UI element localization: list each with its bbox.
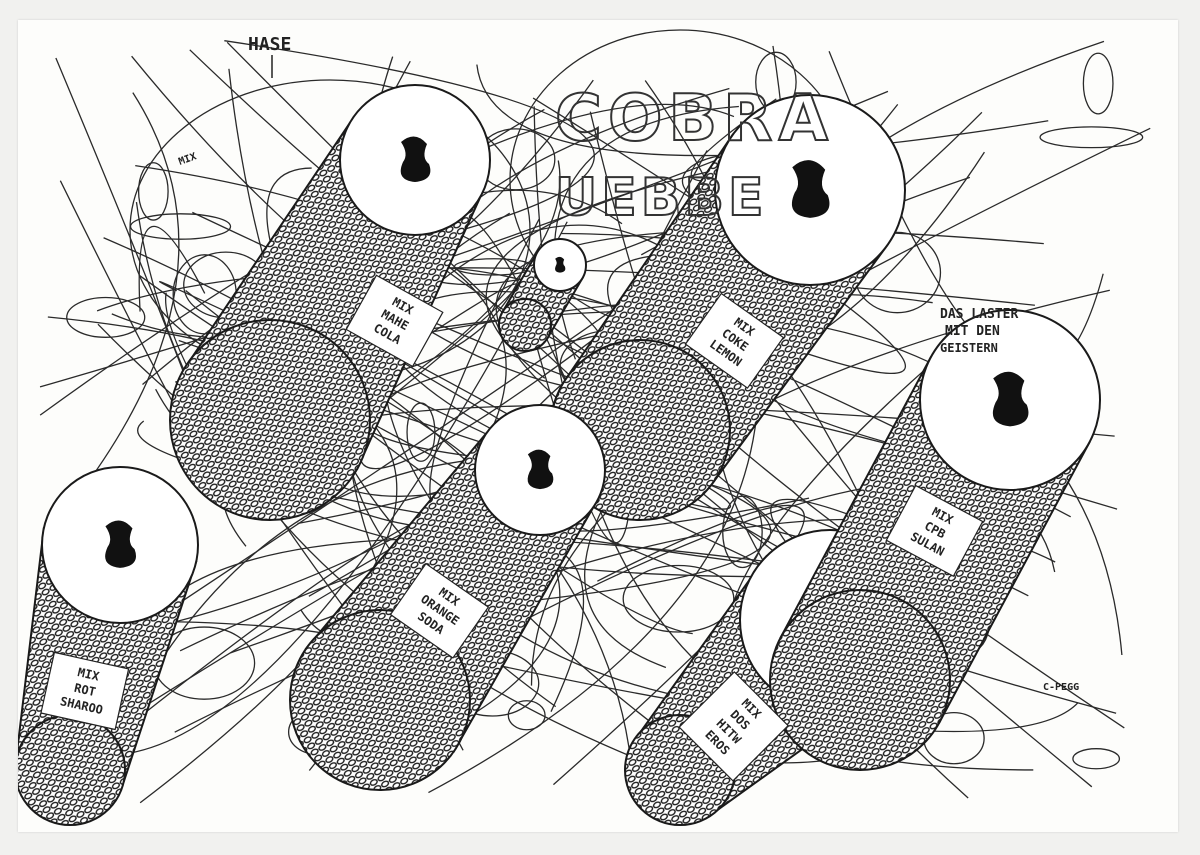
can-bottom: [498, 298, 552, 352]
scribble-loop: [406, 402, 436, 462]
mix-label: MIX: [177, 151, 198, 168]
scribble-loop: [137, 162, 169, 221]
cobra-lettering: COBRA: [555, 82, 834, 156]
can-opening-blob: [105, 520, 137, 568]
can: [498, 238, 587, 352]
can-opening-blob: [555, 256, 566, 273]
can-opening-blob: [400, 136, 431, 182]
scribble-loop: [507, 700, 546, 731]
can-opening-blob: [527, 449, 554, 490]
can-label-panel: [345, 274, 444, 368]
scribble-line: [72, 92, 180, 503]
scribble-loop: [66, 296, 146, 338]
can-bottom: [769, 589, 951, 771]
lettering: HASE COBRA UEBBE MIX DAS LASTER MIT DEN …: [177, 34, 1079, 693]
can-label-panel: [684, 292, 785, 389]
scribble-loop: [1039, 126, 1144, 149]
can-label-text: MIX: [76, 665, 101, 684]
scribble-line: [129, 221, 568, 754]
scribble-loop: [1082, 52, 1114, 115]
can-opening-blob: [992, 371, 1029, 427]
cans-layer: [18, 84, 1101, 826]
can-opening-blob: [791, 160, 830, 218]
can: [169, 84, 491, 521]
can-bottom: [18, 714, 126, 826]
scribble-loop: [622, 564, 735, 633]
scribble-loop: [1072, 748, 1121, 770]
can-bottom: [289, 609, 471, 791]
das-laster-line3: GEISTERN: [940, 341, 998, 355]
scribble-loop: [722, 495, 763, 569]
scribble-loop: [129, 213, 232, 240]
can-label-panel: [389, 562, 490, 659]
can-label-panel: [885, 484, 984, 577]
can-bottom: [169, 319, 371, 521]
hase-label: HASE: [248, 34, 291, 55]
scribble-line: [476, 64, 1049, 157]
can-label-panel: [40, 651, 130, 731]
can-label-text: ROT: [73, 681, 97, 699]
signature: C-PEGG: [1043, 682, 1079, 693]
can-label-panel: [678, 671, 789, 782]
scribble-line: [552, 504, 805, 786]
can: [18, 466, 199, 826]
das-laster-line1: DAS LASTER: [940, 307, 1018, 322]
scribble-line: [377, 310, 1123, 656]
uebbe-lettering: UEBBE: [555, 168, 768, 228]
das-laster-line2: MIT DEN: [945, 324, 1000, 339]
